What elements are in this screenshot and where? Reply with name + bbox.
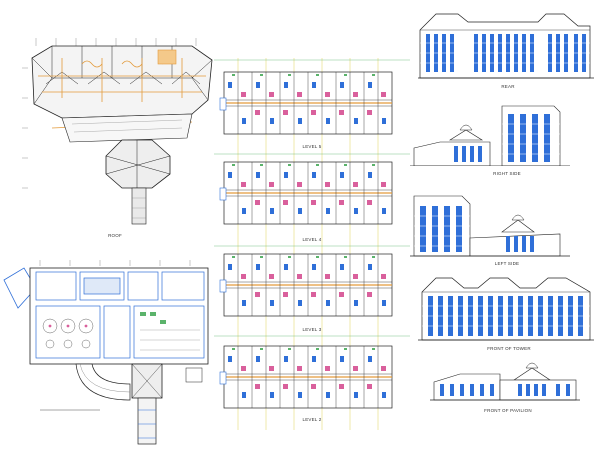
level-3-title: LEVEL 3 (302, 327, 322, 332)
level-5-title: LEVEL 5 (302, 144, 322, 149)
front-of-pavilion-elevation-title: FRONT OF PAVILION (484, 408, 532, 413)
level-4-title: LEVEL 4 (302, 237, 322, 242)
level-2-title: LEVEL 2 (302, 417, 322, 422)
rear-elevation (418, 13, 594, 79)
tower-floor-plans (214, 58, 410, 430)
ground-floor-plan (3, 260, 209, 445)
left-side-elevation (410, 195, 570, 257)
right-side-elevation-title: RIGHT SIDE (493, 171, 521, 176)
front-of-pavilion-elevation (430, 362, 580, 401)
roof-plan (22, 38, 213, 225)
right-side-elevation (410, 105, 570, 166)
front-of-tower-elevation-title: FRONT OF TOWER (487, 346, 531, 351)
roof-plan-title: ROOF (108, 233, 122, 238)
front-of-tower-elevation (418, 277, 594, 341)
left-side-elevation-title: LEFT SIDE (494, 261, 520, 266)
rear-elevation-title: REAR (501, 84, 515, 89)
